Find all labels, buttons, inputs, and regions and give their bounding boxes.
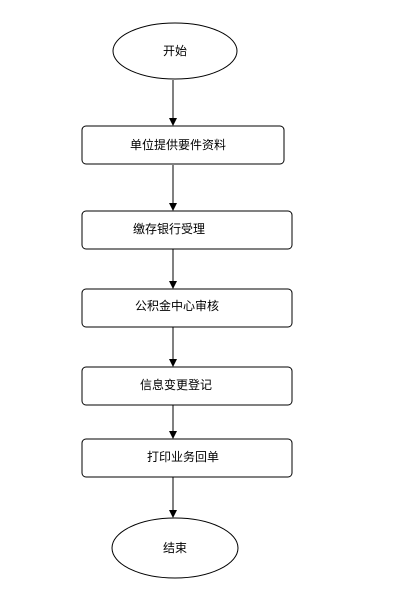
end-label: 结束 bbox=[163, 541, 187, 555]
step4-label: 信息变更登记 bbox=[140, 377, 212, 392]
step5-box bbox=[81, 438, 293, 478]
node-step1: 单位提供要件资料 bbox=[81, 125, 285, 165]
step1-label: 单位提供要件资料 bbox=[130, 137, 226, 152]
start-label: 开始 bbox=[163, 44, 187, 58]
step2-label: 缴存银行受理 bbox=[133, 221, 205, 236]
end-ellipse bbox=[111, 517, 239, 579]
node-end: 结束 bbox=[111, 517, 239, 579]
node-step2: 缴存银行受理 bbox=[81, 210, 293, 250]
start-ellipse bbox=[112, 22, 238, 80]
node-step5: 打印业务回单 bbox=[81, 438, 293, 478]
step2-box bbox=[81, 210, 293, 250]
step3-box bbox=[81, 288, 293, 328]
step3-label: 公积金中心审核 bbox=[135, 298, 219, 313]
step5-label: 打印业务回单 bbox=[147, 449, 219, 464]
node-step4: 信息变更登记 bbox=[81, 366, 293, 406]
node-start: 开始 bbox=[112, 22, 238, 80]
step4-box bbox=[81, 366, 293, 406]
node-step3: 公积金中心审核 bbox=[81, 288, 293, 328]
step1-box bbox=[81, 125, 285, 165]
